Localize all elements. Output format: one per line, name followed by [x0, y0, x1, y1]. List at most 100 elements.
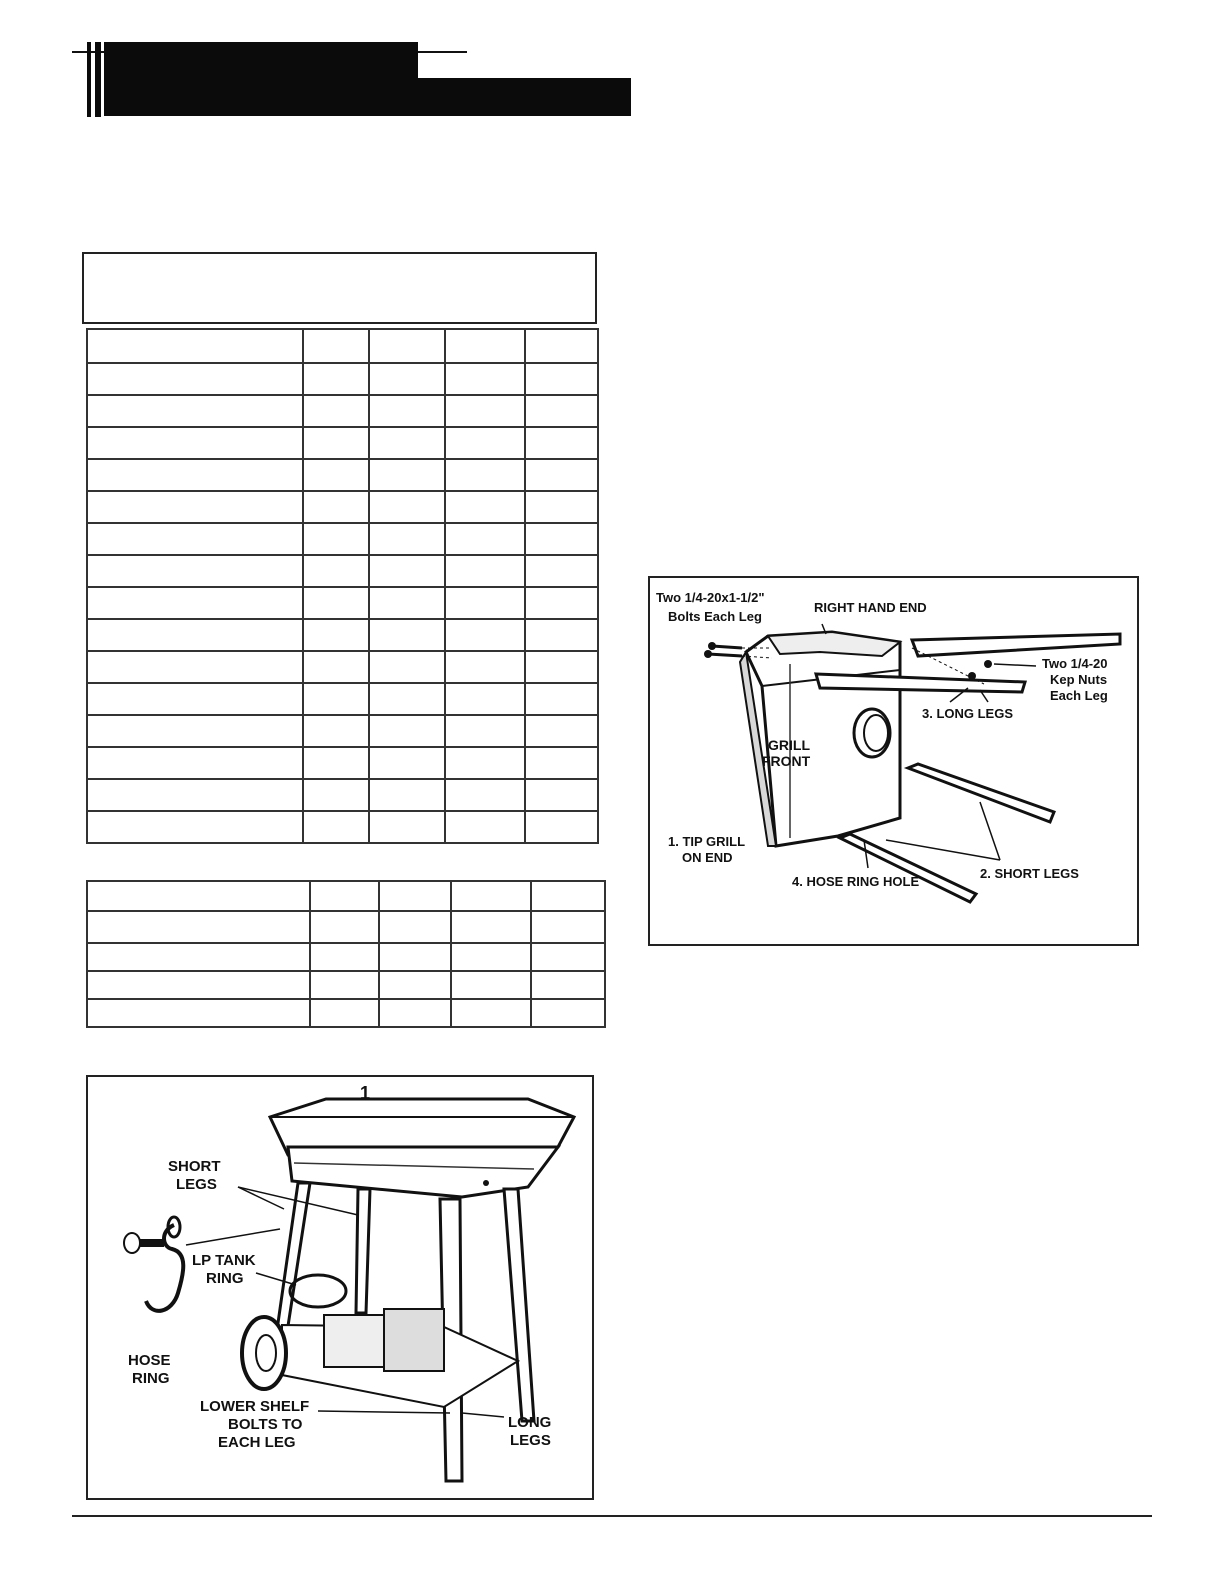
- table-cell: [302, 426, 370, 460]
- tip-grill-label-2: ON END: [682, 850, 733, 865]
- table-cell: [86, 714, 304, 748]
- table-row: [86, 586, 599, 620]
- table-cell: [378, 910, 452, 944]
- assembled-cart-drawing: 1 SHORT LEGS LP TANK RING HOSE RING LOWE…: [123, 1083, 577, 1483]
- assembled-cart-figure: 1 SHORT LEGS LP TANK RING HOSE RING LOWE…: [86, 1075, 594, 1500]
- lower-shelf-label-3: EACH LEG: [218, 1434, 296, 1451]
- table-cell: [524, 328, 599, 364]
- table-cell: [86, 746, 304, 780]
- table-cell: [302, 394, 370, 428]
- table-cell: [309, 880, 380, 912]
- table-cell: [86, 880, 311, 912]
- lp-tank-ring-label-1: LP TANK: [192, 1252, 256, 1269]
- table-cell: [444, 328, 526, 364]
- table-cell: [86, 682, 304, 716]
- table-cell: [86, 618, 304, 652]
- table-cell: [444, 810, 526, 844]
- short-legs-label: 2. SHORT LEGS: [980, 866, 1079, 881]
- kep-nuts-label-line1: Two 1/4-20: [1042, 656, 1108, 671]
- table-cell: [302, 778, 370, 812]
- table-row: [86, 810, 599, 844]
- table-cell: [450, 970, 532, 1000]
- table-cell: [524, 426, 599, 460]
- table-cell: [302, 328, 370, 364]
- table-cell: [450, 880, 532, 912]
- table-cell: [524, 810, 599, 844]
- table-cell: [524, 458, 599, 492]
- table-cell: [524, 394, 599, 428]
- table-cell: [444, 554, 526, 588]
- grill-front-label-2: FRONT: [762, 753, 811, 769]
- table-cell: [302, 554, 370, 588]
- table-cell: [86, 810, 304, 844]
- table-row: [86, 328, 599, 364]
- table-cell: [368, 554, 446, 588]
- table-cell: [524, 650, 599, 684]
- table-cell: [302, 362, 370, 396]
- table-row: [86, 942, 606, 972]
- table-cell: [444, 714, 526, 748]
- table-cell: [524, 522, 599, 556]
- table-cell: [86, 586, 304, 620]
- table-cell: [302, 810, 370, 844]
- table-cell: [524, 362, 599, 396]
- parts-table: [86, 328, 599, 844]
- table-cell: [86, 394, 304, 428]
- long-legs-label-2: LEGS: [510, 1432, 551, 1449]
- short-legs-label-1: SHORT: [168, 1158, 221, 1175]
- table-cell: [530, 942, 606, 972]
- hose-ring-label-1: HOSE: [128, 1352, 171, 1369]
- table-row: [86, 618, 599, 652]
- table-cell: [444, 586, 526, 620]
- kep-nuts-label-line2: Kep Nuts: [1050, 672, 1107, 687]
- table-cell: [309, 998, 380, 1028]
- table-cell: [368, 682, 446, 716]
- table-cell: [444, 362, 526, 396]
- table-cell: [86, 998, 311, 1028]
- table-cell: [309, 942, 380, 972]
- table-cell: [368, 394, 446, 428]
- table-cell: [302, 458, 370, 492]
- table-cell: [524, 618, 599, 652]
- table-cell: [86, 426, 304, 460]
- table-cell: [302, 522, 370, 556]
- table-cell: [444, 426, 526, 460]
- hose-ring-label-2: RING: [132, 1370, 170, 1387]
- table-cell: [86, 554, 304, 588]
- table-cell: [368, 426, 446, 460]
- table-cell: [86, 650, 304, 684]
- bolts-label-line2: Bolts Each Leg: [668, 609, 762, 624]
- leg-assembly-figure: Two 1/4-20x1-1/2" Bolts Each Leg RIGHT H…: [648, 576, 1139, 946]
- header-bar-upper: [104, 54, 418, 78]
- table-cell: [524, 586, 599, 620]
- table-cell: [302, 714, 370, 748]
- table-cell: [378, 998, 452, 1028]
- callout-number: 1: [360, 1083, 370, 1103]
- table-cell: [450, 910, 532, 944]
- table-cell: [444, 778, 526, 812]
- table-row: [86, 650, 599, 684]
- lp-tank-ring-label-2: RING: [206, 1270, 244, 1287]
- header-bar-top: [104, 42, 418, 54]
- table-cell: [368, 650, 446, 684]
- footer-rule: [72, 1515, 1152, 1517]
- table-cell: [86, 942, 311, 972]
- tip-grill-label-1: 1. TIP GRILL: [668, 834, 745, 849]
- kep-nuts-label-line3: Each Leg: [1050, 688, 1108, 703]
- table-cell: [444, 682, 526, 716]
- table-cell: [86, 490, 304, 524]
- table-row: [86, 746, 599, 780]
- lower-shelf-label-2: BOLTS TO: [228, 1416, 303, 1433]
- table-row: [86, 554, 599, 588]
- table-cell: [302, 746, 370, 780]
- table-cell: [444, 746, 526, 780]
- table-cell: [450, 942, 532, 972]
- table-cell: [524, 778, 599, 812]
- table-cell: [368, 328, 446, 364]
- table-cell: [86, 910, 311, 944]
- grill-front-label-1: GRILL: [768, 737, 810, 753]
- table-cell: [530, 998, 606, 1028]
- table-row: [86, 998, 606, 1028]
- table-cell: [444, 650, 526, 684]
- table-cell: [368, 362, 446, 396]
